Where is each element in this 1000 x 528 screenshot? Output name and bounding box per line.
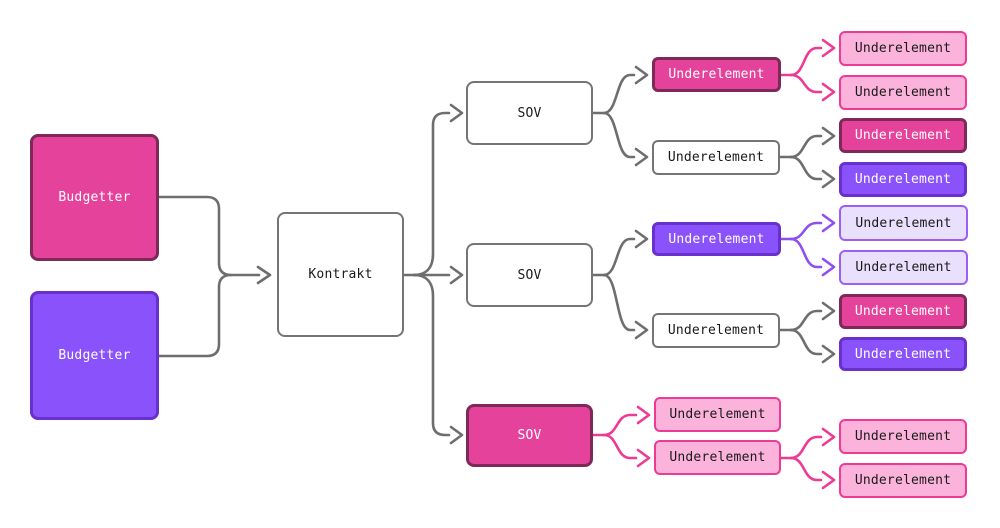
edge-und-m2-fork xyxy=(778,126,836,189)
node-underelement-l7: Underelement xyxy=(839,294,967,329)
node-underelement-m6: Underelement xyxy=(654,440,781,475)
node-label: Underelement xyxy=(854,473,952,488)
arrowhead-icon xyxy=(449,425,464,445)
node-label: Underelement xyxy=(854,429,952,444)
arrowhead-icon xyxy=(821,82,836,102)
node-label: Budgetter xyxy=(58,348,131,363)
node-label: Underelement xyxy=(854,85,952,100)
node-budgetter-pink: Budgetter xyxy=(30,134,159,261)
node-label: SOV xyxy=(517,428,542,443)
node-underelement-l6: Underelement xyxy=(839,250,968,285)
node-underelement-l2: Underelement xyxy=(839,75,967,110)
arrowhead-icon xyxy=(821,301,836,321)
node-label: Underelement xyxy=(854,172,952,187)
arrowhead-icon xyxy=(634,65,649,85)
node-underelement-l4: Underelement xyxy=(839,162,967,197)
arrowhead-icon xyxy=(634,320,649,340)
arrowhead-icon xyxy=(821,470,836,490)
node-label: Budgetter xyxy=(58,190,131,205)
node-label: Underelement xyxy=(669,450,766,465)
arrowhead-icon xyxy=(821,344,836,364)
node-underelement-l3: Underelement xyxy=(839,118,967,153)
node-underelement-m4: Underelement xyxy=(652,313,780,348)
arrowhead-icon xyxy=(449,265,464,285)
edge-und-m3-fork xyxy=(779,213,836,277)
node-label: Underelement xyxy=(668,231,765,247)
edge-sov1-fork xyxy=(591,65,649,167)
arrowhead-icon xyxy=(821,38,836,58)
node-underelement-m3: Underelement xyxy=(652,222,781,256)
node-label: Kontrakt xyxy=(308,267,373,282)
arrowhead-icon xyxy=(821,169,836,189)
node-budgetter-purple: Budgetter xyxy=(30,291,159,420)
node-underelement-m2: Underelement xyxy=(652,140,780,175)
edge-und-m1-fork xyxy=(779,38,836,102)
node-label: Underelement xyxy=(667,150,765,165)
arrowhead-icon xyxy=(634,147,649,167)
arrowhead-icon xyxy=(821,213,836,233)
node-underelement-l8: Underelement xyxy=(839,337,967,371)
node-underelement-m1: Underelement xyxy=(652,57,781,92)
edge-budgetter-to-kontrakt xyxy=(157,195,272,358)
edge-und-m6-fork xyxy=(779,427,836,490)
edge-und-m4-fork xyxy=(778,301,836,364)
node-label: Underelement xyxy=(854,128,952,143)
node-label: Underelement xyxy=(667,323,765,338)
edge-sov2-fork xyxy=(591,229,649,340)
arrowhead-icon xyxy=(821,257,836,277)
node-kontrakt: Kontrakt xyxy=(277,212,404,337)
node-label: Underelement xyxy=(854,346,952,362)
node-label: SOV xyxy=(517,267,542,283)
node-label: Underelement xyxy=(854,304,952,319)
node-underelement-l10: Underelement xyxy=(839,463,967,498)
arrowhead-icon xyxy=(821,427,836,447)
edge-kontrakt-to-sov xyxy=(402,103,464,445)
node-label: Underelement xyxy=(855,215,952,231)
node-label: Underelement xyxy=(855,260,952,275)
arrowhead-icon xyxy=(821,126,836,146)
node-underelement-l9: Underelement xyxy=(839,419,967,454)
node-label: SOV xyxy=(517,105,542,121)
arrowhead-icon xyxy=(634,229,649,249)
node-sov-1: SOV xyxy=(466,81,593,145)
arrowhead-icon xyxy=(636,448,651,468)
arrowhead-icon xyxy=(636,405,651,425)
arrowhead-icon xyxy=(256,265,272,285)
node-underelement-m5: Underelement xyxy=(654,397,781,432)
node-label: Underelement xyxy=(669,407,766,422)
node-underelement-l5: Underelement xyxy=(839,205,968,241)
node-sov-3: SOV xyxy=(466,404,593,467)
edge-sov3-fork xyxy=(591,405,651,468)
node-sov-2: SOV xyxy=(466,243,593,307)
node-label: Underelement xyxy=(668,67,765,82)
arrowhead-icon xyxy=(449,103,464,123)
node-label: Underelement xyxy=(854,41,952,56)
node-underelement-l1: Underelement xyxy=(839,31,967,66)
